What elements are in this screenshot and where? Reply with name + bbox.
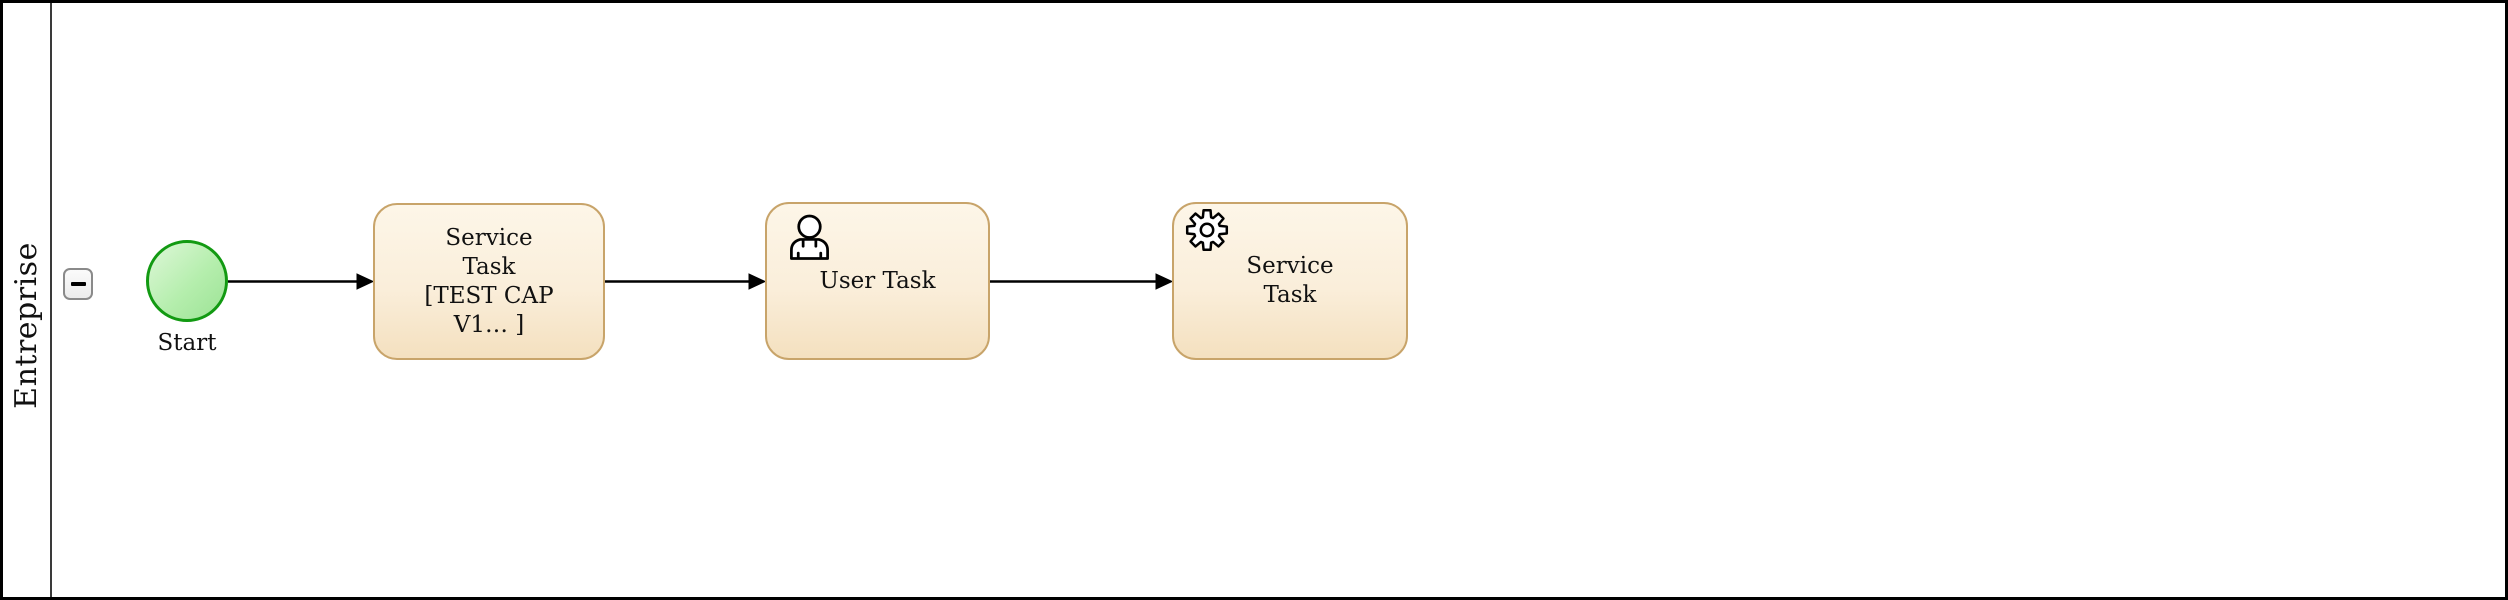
task-user[interactable]: User Task bbox=[765, 202, 990, 360]
user-icon bbox=[790, 214, 829, 260]
sequence-flow-arrow-2[interactable] bbox=[605, 273, 767, 290]
sequence-flows-layer bbox=[228, 273, 1174, 290]
gear-icon bbox=[1185, 208, 1229, 252]
task-label: User Task bbox=[819, 267, 936, 294]
pool-label-band[interactable]: Entreprise bbox=[3, 3, 52, 597]
arrowhead-icon bbox=[356, 273, 375, 290]
start-event-label: Start bbox=[157, 330, 217, 356]
minus-icon bbox=[70, 281, 86, 287]
task-service-2[interactable]: Service Task bbox=[1172, 202, 1408, 360]
collapse-pool-button[interactable] bbox=[63, 268, 93, 300]
arrowhead-icon bbox=[1155, 273, 1174, 290]
task-service-1[interactable]: Service Task [TEST CAP V1… ] bbox=[373, 203, 605, 360]
sequence-flow-arrow-1[interactable] bbox=[228, 273, 375, 290]
task-label: Service Task [TEST CAP V1… ] bbox=[424, 224, 554, 338]
sequence-flow-arrow-3[interactable] bbox=[990, 273, 1174, 290]
arrowhead-icon bbox=[748, 273, 767, 290]
task-label: Service Task bbox=[1246, 253, 1334, 308]
start-event[interactable] bbox=[146, 240, 228, 322]
